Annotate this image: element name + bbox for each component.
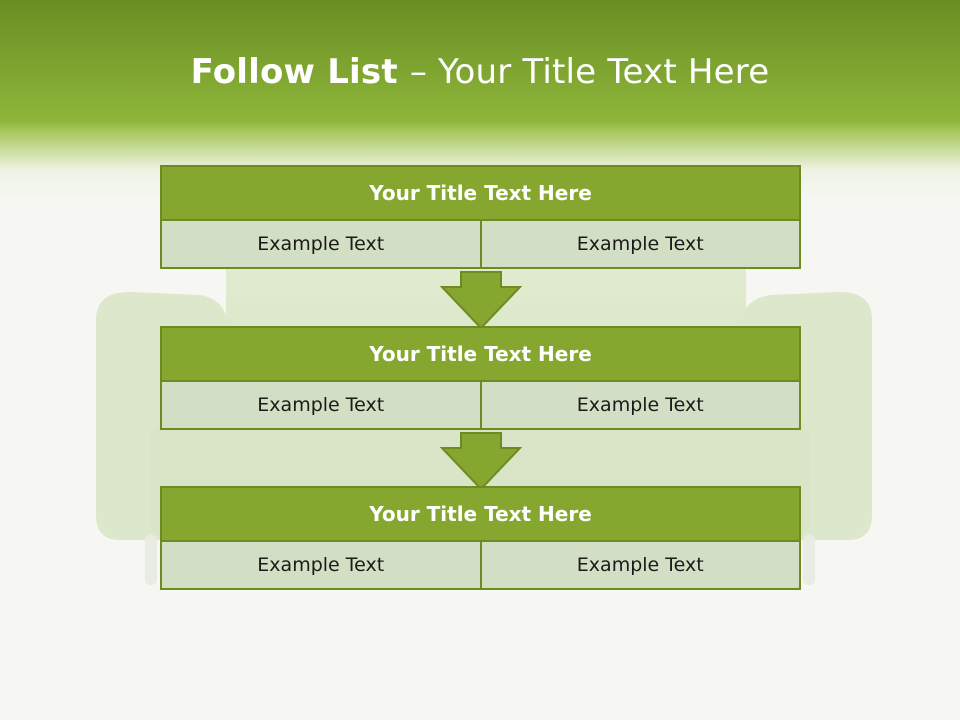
block-cell-right: Example Text [479,542,799,588]
block-title: Your Title Text Here [160,326,801,382]
list-block-3: Your Title Text Here Example Text Exampl… [160,486,801,590]
slide-title-bold: Follow List [190,52,410,92]
block-title: Your Title Text Here [160,165,801,221]
block-row: Example Text Example Text [160,382,801,430]
slide-title: Follow List – Your Title Text Here [0,52,960,92]
slide-title-rest: – Your Title Text Here [409,52,770,92]
block-cell-left: Example Text [162,382,480,428]
down-arrow-icon [440,432,522,491]
block-row: Example Text Example Text [160,221,801,269]
down-arrow-icon [440,271,522,330]
block-cell-right: Example Text [479,382,799,428]
block-cell-left: Example Text [162,221,480,267]
block-cell-right: Example Text [479,221,799,267]
block-title: Your Title Text Here [160,486,801,542]
block-cell-left: Example Text [162,542,480,588]
list-block-1: Your Title Text Here Example Text Exampl… [160,165,801,269]
block-row: Example Text Example Text [160,542,801,590]
list-block-2: Your Title Text Here Example Text Exampl… [160,326,801,430]
